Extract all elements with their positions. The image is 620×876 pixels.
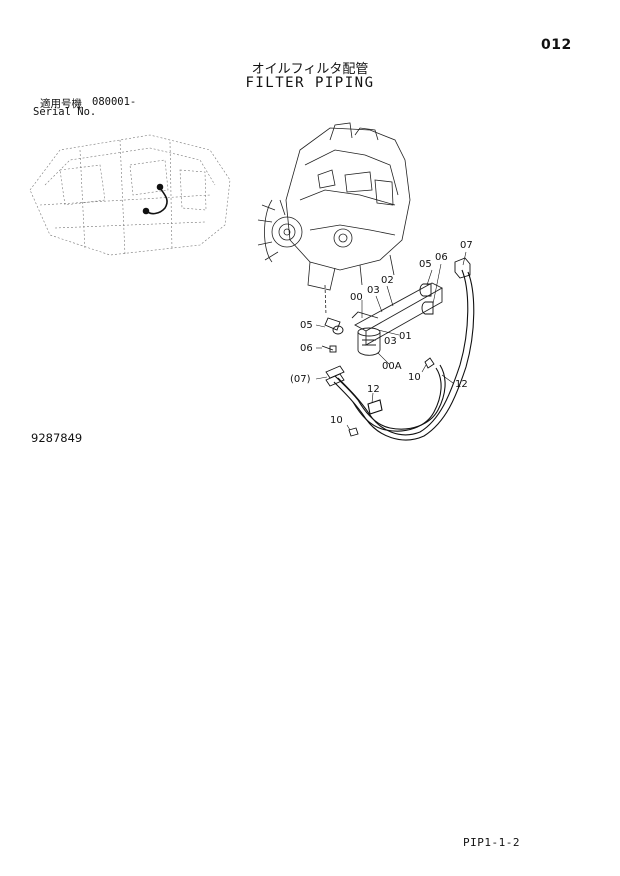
hoses bbox=[333, 269, 475, 441]
oil-filter bbox=[357, 327, 381, 356]
callout-10-left: 10 bbox=[330, 415, 343, 426]
callout-03-lower: 03 bbox=[384, 336, 397, 347]
callout-12-left: 12 bbox=[367, 384, 380, 395]
callout-05-lower: 05 bbox=[300, 320, 313, 331]
page-title: FILTER PIPING bbox=[245, 75, 375, 91]
callout-05-upper: 05 bbox=[419, 259, 432, 270]
callout-07-ref: (07) bbox=[290, 374, 311, 385]
overview-hose bbox=[142, 183, 168, 215]
page-title-jp: オイルフィルタ配管 bbox=[251, 62, 369, 77]
serial-value: 080001- bbox=[92, 96, 137, 108]
callout-06-lower: 06 bbox=[300, 343, 313, 354]
fittings bbox=[321, 257, 471, 437]
callout-03-upper: 03 bbox=[367, 285, 380, 296]
leader-lines bbox=[315, 251, 467, 431]
callout-00: 00 bbox=[350, 292, 363, 303]
overview-sketch bbox=[29, 134, 231, 256]
drawing-number: 9287849 bbox=[31, 431, 83, 445]
callout-01: 01 bbox=[399, 331, 412, 342]
callout-02: 02 bbox=[381, 275, 394, 286]
callout-06-upper: 06 bbox=[435, 252, 448, 263]
callout-12-right: 12 bbox=[455, 379, 468, 390]
callout-labels: 07 05 06 02 03 00 01 05 06 00A (07) 10 1… bbox=[290, 240, 473, 426]
callout-00a: 00A bbox=[382, 361, 402, 372]
engine-assembly bbox=[257, 122, 411, 316]
callout-10-right: 10 bbox=[408, 372, 421, 383]
page-number: 012 bbox=[541, 37, 572, 53]
footer-code: PIP1-1-2 bbox=[463, 836, 520, 849]
callout-07: 07 bbox=[460, 240, 473, 251]
serial-label: Serial No. bbox=[33, 106, 97, 118]
serial-label-jp: 適用号機 bbox=[40, 98, 82, 110]
